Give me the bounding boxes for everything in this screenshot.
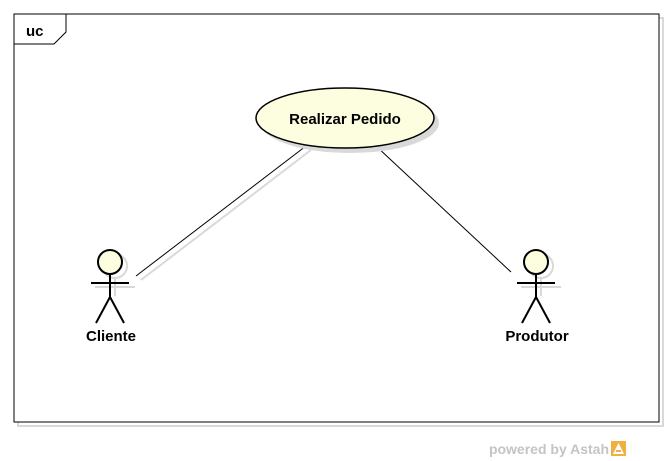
astah-logo-icon xyxy=(611,441,626,456)
frame-tag-label: uc xyxy=(26,23,44,40)
watermark-text: powered by Astah xyxy=(489,441,609,457)
association-cliente[interactable] xyxy=(135,145,312,281)
actor-produtor-label: Produtor xyxy=(505,328,568,345)
use-case-label: Realizar Pedido xyxy=(289,111,401,128)
stick-figure-icon xyxy=(91,249,129,324)
association-produtor[interactable] xyxy=(375,145,512,273)
actor-cliente-label: Cliente xyxy=(86,328,136,345)
stick-figure-icon xyxy=(517,249,555,324)
watermark: powered by Astah xyxy=(489,441,626,457)
actor-produtor[interactable]: Produtor xyxy=(505,249,569,345)
actor-cliente[interactable]: Cliente xyxy=(86,249,136,345)
use-case-realizar-pedido[interactable]: Realizar Pedido xyxy=(255,87,439,153)
diagram-frame xyxy=(13,13,660,423)
use-case-ellipse xyxy=(255,87,435,149)
frame-tag: uc xyxy=(13,13,67,45)
